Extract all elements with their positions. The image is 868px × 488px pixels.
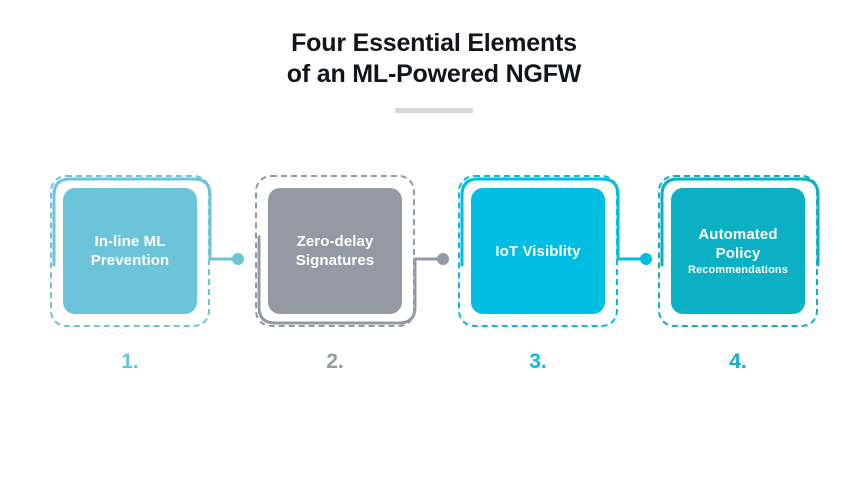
page-title-line-2: of an ML-Powered NGFW [286, 60, 582, 88]
card-number: 3. [529, 350, 547, 373]
card-label: Zero-delay Signatures [295, 233, 375, 269]
card-tile: In-line ML Prevention [63, 188, 197, 314]
card-tile: Automated Policy Recommendations [671, 188, 805, 314]
card-dashed-frame [255, 175, 415, 327]
element-card-2[interactable]: Zero-delay Signatures 2. [255, 175, 449, 385]
card-label: IoT Visiblity [495, 242, 581, 260]
element-card-3[interactable]: IoT Visiblity 3. [458, 175, 652, 385]
page-header: Four Essential Elements of an ML-Powered… [0, 28, 868, 113]
elements-diagram: In-line ML Prevention 1. Zero-delay Sign… [0, 175, 868, 385]
card-number: 1. [121, 350, 139, 373]
card-label: In-line ML Prevention [90, 233, 170, 269]
element-card-4[interactable]: Automated Policy Recommendations 4. [658, 175, 820, 385]
title-divider [395, 108, 473, 113]
card-tile: IoT Visiblity [471, 188, 605, 314]
card-solid-outline [660, 177, 820, 267]
card-solid-outline [460, 177, 652, 267]
card-solid-outline [257, 235, 449, 325]
card-number: 4. [729, 350, 747, 373]
element-card-1[interactable]: In-line ML Prevention 1. [50, 175, 244, 385]
card-number: 2. [326, 350, 344, 373]
card-sublabel: Recommendations [688, 264, 788, 276]
card-tile: Zero-delay Signatures [268, 188, 402, 314]
card-solid-outline [52, 177, 244, 267]
page-title-line-1: Four Essential Elements [291, 29, 577, 57]
card-label: Automated Policy [698, 226, 778, 262]
